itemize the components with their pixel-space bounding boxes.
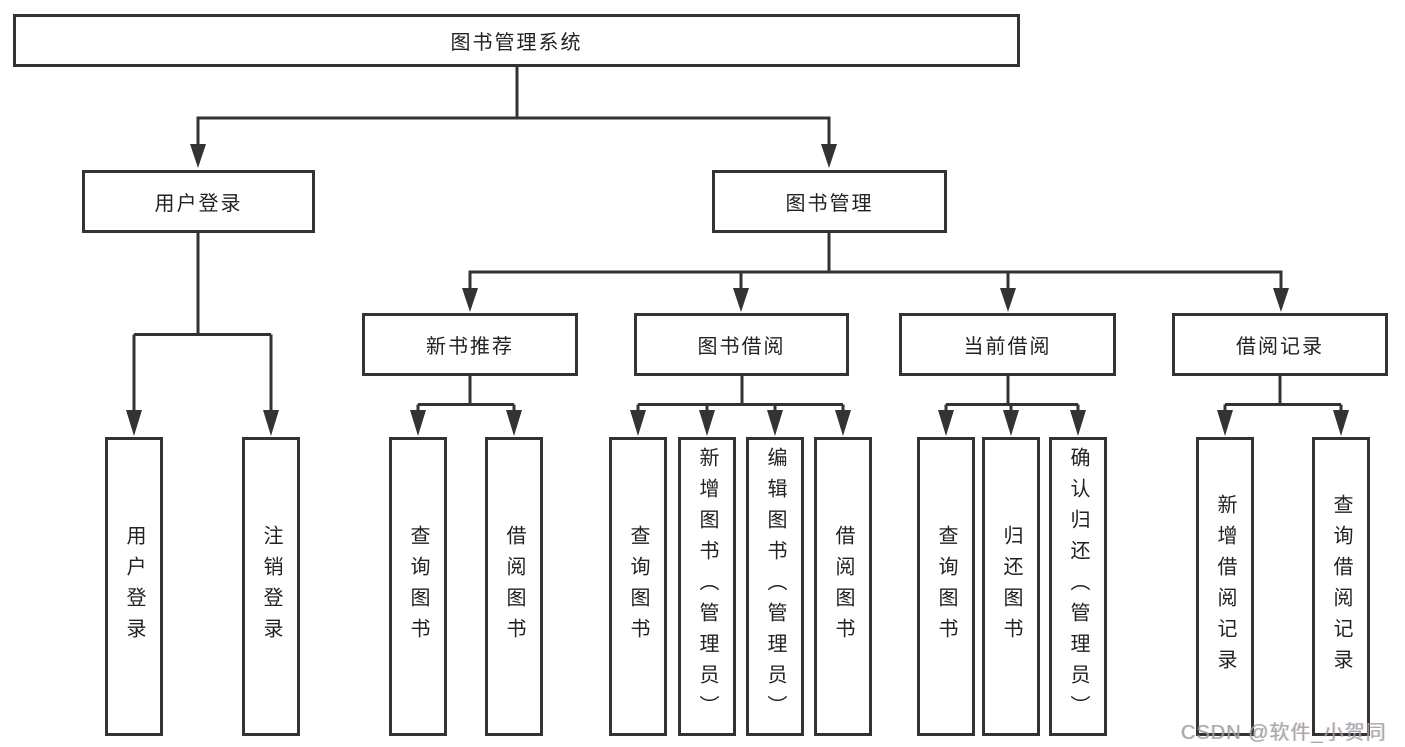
arrowhead-icon — [190, 144, 206, 168]
edge-borrow-to-leaves — [630, 376, 851, 436]
node-borrow-records-label: 借阅记录 — [1236, 336, 1324, 358]
arrowhead-icon — [699, 410, 715, 436]
leaf-query-book-2-label: 查询图书 — [627, 524, 649, 649]
node-root-label: 图书管理系统 — [450, 32, 583, 54]
edge-book-mgmt-to-level3 — [462, 233, 1289, 312]
arrowhead-icon — [1333, 410, 1349, 436]
node-root: 图书管理系统 — [13, 14, 1020, 67]
arrowhead-icon — [1003, 410, 1019, 436]
arrowhead-icon — [630, 410, 646, 436]
leaf-confirm-return-admin: 确认归还（管理员） — [1049, 437, 1107, 736]
edge-new-book-to-leaves — [410, 376, 522, 436]
edge-current-to-leaves — [938, 376, 1086, 436]
leaf-query-borrow-record: 查询借阅记录 — [1312, 437, 1370, 736]
arrowhead-icon — [506, 410, 522, 436]
arrowhead-icon — [263, 410, 279, 436]
arrowhead-icon — [126, 410, 142, 436]
arrowhead-icon — [1070, 410, 1086, 436]
leaf-borrow-book-1: 借阅图书 — [485, 437, 543, 736]
node-current-borrow: 当前借阅 — [899, 313, 1116, 376]
node-user-login: 用户登录 — [82, 170, 315, 233]
leaf-query-borrow-record-label: 查询借阅记录 — [1330, 493, 1352, 680]
csdn-watermark: CSDN @软件_小贺同学 — [1181, 722, 1387, 744]
arrowhead-icon — [462, 288, 478, 312]
arrowhead-icon — [835, 410, 851, 436]
node-book-borrow-label: 图书借阅 — [697, 336, 786, 358]
edge-user-login-to-leaves — [126, 233, 279, 436]
node-user-login-label: 用户登录 — [154, 193, 243, 215]
leaf-add-book-admin-label: 新增图书（管理员） — [696, 447, 718, 726]
leaf-user-login: 用户登录 — [105, 437, 163, 736]
node-book-borrow: 图书借阅 — [634, 313, 849, 376]
leaf-borrow-book-2: 借阅图书 — [814, 437, 872, 736]
leaf-add-borrow-record-label: 新增借阅记录 — [1214, 493, 1236, 680]
node-book-mgmt-label: 图书管理 — [785, 193, 874, 215]
leaf-query-book-2: 查询图书 — [609, 437, 667, 736]
arrowhead-icon — [410, 410, 426, 436]
leaf-add-book-admin: 新增图书（管理员） — [678, 437, 736, 736]
leaf-return-book-label: 归还图书 — [1000, 524, 1022, 649]
node-new-book-recommend: 新书推荐 — [362, 313, 578, 376]
arrowhead-icon — [1273, 288, 1289, 312]
leaf-edit-book-admin-label: 编辑图书（管理员） — [764, 447, 786, 726]
leaf-logout-label: 注销登录 — [260, 524, 282, 649]
leaf-query-book-1: 查询图书 — [389, 437, 447, 736]
node-new-book-recommend-label: 新书推荐 — [426, 336, 514, 358]
arrowhead-icon — [1217, 410, 1233, 436]
arrowhead-icon — [733, 288, 749, 312]
leaf-user-login-label: 用户登录 — [123, 524, 145, 649]
node-borrow-records: 借阅记录 — [1172, 313, 1388, 376]
leaf-add-borrow-record: 新增借阅记录 — [1196, 437, 1254, 736]
leaf-query-book-3-label: 查询图书 — [935, 524, 957, 649]
arrowhead-icon — [938, 410, 954, 436]
leaf-logout: 注销登录 — [242, 437, 300, 736]
node-book-mgmt: 图书管理 — [712, 170, 947, 233]
leaf-return-book: 归还图书 — [982, 437, 1040, 736]
arrowhead-icon — [767, 410, 783, 436]
edge-root-to-level2 — [190, 67, 837, 168]
arrowhead-icon — [821, 144, 837, 168]
arrowhead-icon — [1000, 288, 1016, 312]
leaf-query-book-1-label: 查询图书 — [407, 524, 429, 649]
leaf-borrow-book-2-label: 借阅图书 — [832, 524, 854, 649]
edge-records-to-leaves — [1217, 376, 1349, 436]
leaf-edit-book-admin: 编辑图书（管理员） — [746, 437, 804, 736]
leaf-borrow-book-1-label: 借阅图书 — [503, 524, 525, 649]
node-current-borrow-label: 当前借阅 — [963, 336, 1052, 358]
leaf-query-book-3: 查询图书 — [917, 437, 975, 736]
leaf-confirm-return-admin-label: 确认归还（管理员） — [1067, 447, 1089, 726]
